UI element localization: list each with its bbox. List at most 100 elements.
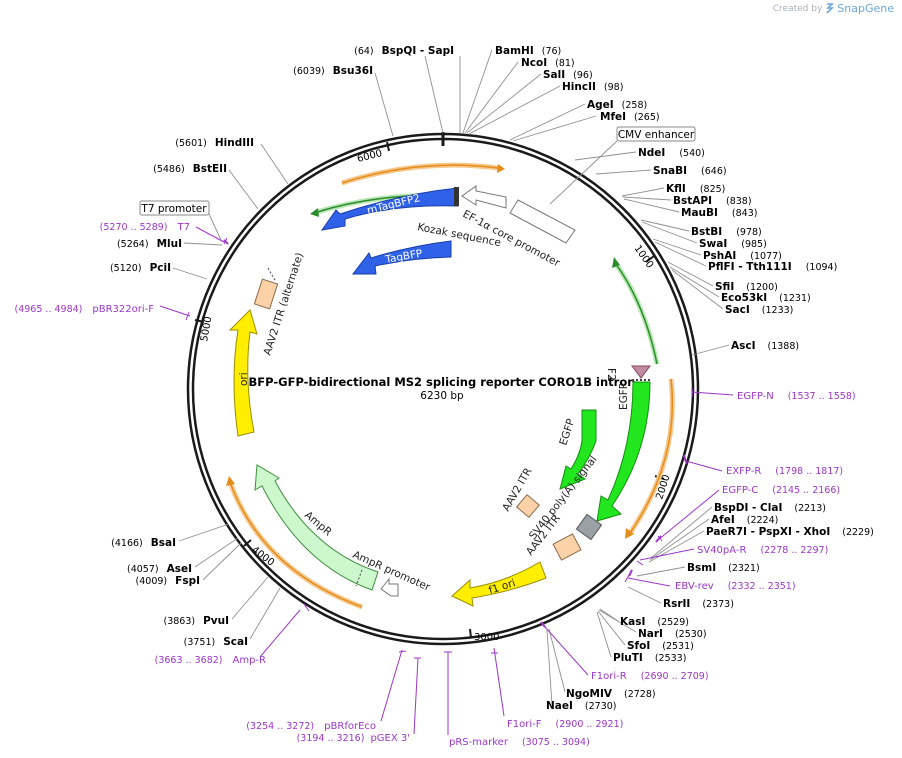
site-label-bstbi[interactable]: BstBI(978) [691, 226, 762, 238]
svg-text:SV40pA-R(2278 .. 2297): SV40pA-R(2278 .. 2297) [697, 545, 828, 556]
svg-text:NaeI(2730): NaeI(2730) [546, 700, 617, 712]
primer-label-amp-r[interactable]: (3663 .. 3682)Amp-R [155, 655, 266, 666]
site-label-ndei[interactable]: NdeI(540) [638, 147, 705, 159]
primer-label-egfp-n[interactable]: EGFP-N(1537 .. 1558) [737, 391, 856, 402]
site-label-snabi[interactable]: SnaBI(646) [653, 165, 727, 177]
brand-name: SnapGene [837, 2, 894, 15]
primer-label-pgex-3[interactable]: (3194 .. 3216)pGEX 3' [297, 733, 410, 744]
site-label-ncoi[interactable]: NcoI(81) [521, 57, 575, 69]
tick-marks [194, 141, 665, 639]
svg-text:SacI(1233): SacI(1233) [725, 304, 793, 316]
primer-label-pbr322ori-f[interactable]: (4965 .. 4984)pBR322ori-F [15, 304, 155, 315]
created-by-label: Created by [772, 3, 823, 14]
site-label-swai[interactable]: SwaI(985) [699, 238, 767, 250]
sv40-polya-feature [575, 513, 603, 541]
svg-text:(5486)BstEII: (5486)BstEII [153, 163, 227, 175]
site-label-bsmi[interactable]: BsmI(2321) [687, 562, 760, 574]
site-label-sfii[interactable]: SfiI(1200) [715, 281, 778, 293]
svg-text:HincII(98): HincII(98) [562, 81, 623, 93]
site-label-asci[interactable]: AscI(1388) [731, 340, 799, 352]
cmv-enhancer-tag: CMV enhancer [616, 126, 696, 142]
site-label-ngomiv[interactable]: NgoMIV(2728) [566, 688, 656, 700]
tick-label-3000: 3000 [474, 632, 499, 643]
site-label-pshai[interactable]: PshAI(1077) [703, 250, 782, 262]
site-label-nari[interactable]: NarI(2530) [638, 628, 707, 640]
site-label-bsu36i[interactable]: (6039)Bsu36I [293, 65, 373, 77]
orf-arc-egfp-top [613, 262, 660, 365]
site-label-pvui[interactable]: (3863)PvuI [163, 615, 229, 627]
svg-text:RsrII(2373): RsrII(2373) [663, 598, 734, 610]
primer-label-t7[interactable]: (5270 .. 5289)T7 [100, 222, 190, 233]
tick-label-5000: 5000 [199, 316, 214, 343]
svg-text:KasI(2529): KasI(2529) [620, 616, 689, 628]
svg-text:EGFP-C(2145 .. 2166): EGFP-C(2145 .. 2166) [722, 485, 840, 496]
plasmid-name: BFP-GFP-bidirectional MS2 splicing repor… [249, 375, 636, 389]
site-label-hincii[interactable]: HincII(98) [562, 81, 623, 93]
site-label-sali[interactable]: SalI(96) [543, 69, 593, 81]
svg-text:(6039)Bsu36I: (6039)Bsu36I [293, 65, 373, 77]
svg-text:SfiI(1200): SfiI(1200) [715, 281, 778, 293]
svg-text:(4057)AseI: (4057)AseI [127, 563, 192, 575]
svg-text:KflI(825): KflI(825) [666, 183, 725, 195]
primer-label-prs-marker[interactable]: pRS-marker(3075 .. 3094) [449, 737, 590, 748]
svg-text:AgeI(258): AgeI(258) [587, 99, 647, 111]
svg-text:PaeR7I - PspXI - XhoI(2229): PaeR7I - PspXI - XhoI(2229) [706, 526, 874, 538]
site-label-asei[interactable]: (4057)AseI [127, 563, 192, 575]
site-label-bamhi[interactable]: BamHI(76) [495, 45, 561, 57]
site-label-agei[interactable]: AgeI(258) [587, 99, 647, 111]
site-label-naei[interactable]: NaeI(2730) [546, 700, 617, 712]
site-label-kasi[interactable]: KasI(2529) [620, 616, 689, 628]
ampr-feature [254, 464, 379, 591]
site-label-rsrii[interactable]: RsrII(2373) [663, 598, 734, 610]
primer-label-exfp-r[interactable]: EXFP-R(1798 .. 1817) [726, 466, 843, 477]
svg-text:EXFP-R(1798 .. 1817): EXFP-R(1798 .. 1817) [726, 466, 843, 477]
tick-label-6000: 6000 [356, 148, 383, 165]
primer-label-sv40pa-r[interactable]: SV40pA-R(2278 .. 2297) [697, 545, 828, 556]
site-label-bspqi-sapi[interactable]: (64)BspQI - SapI [354, 45, 454, 57]
site-label-afei[interactable]: AfeI(2224) [711, 514, 778, 526]
aav2-itr-alt-feature [253, 278, 279, 310]
site-label-pcii[interactable]: (5120)PciI [110, 262, 171, 274]
primer-label-egfp-c[interactable]: EGFP-C(2145 .. 2166) [722, 485, 840, 496]
svg-text:AfeI(2224): AfeI(2224) [711, 514, 778, 526]
site-label-sfoi[interactable]: SfoI(2531) [627, 640, 694, 652]
ori-label: ori [238, 372, 250, 386]
primer-label-pbrforeco[interactable]: (3254 .. 3272)pBRforEco [246, 721, 376, 732]
site-label-bstapi[interactable]: BstAPI(838) [673, 195, 752, 207]
site-label-hindiii[interactable]: (5601)HindIII [175, 137, 254, 149]
site-label-saci[interactable]: SacI(1233) [725, 304, 793, 316]
svg-text:MfeI(265): MfeI(265) [600, 111, 660, 123]
site-label-paer7i-pspxi-xhoi[interactable]: PaeR7I - PspXI - XhoI(2229) [706, 526, 874, 538]
primer-label-f1ori-f[interactable]: F1ori-F(2900 .. 2921) [507, 719, 623, 730]
site-label-fspi[interactable]: (4009)FspI [136, 575, 200, 587]
site-label-eco53ki[interactable]: Eco53kI(1231) [721, 292, 811, 304]
site-label-bsteii[interactable]: (5486)BstEII [153, 163, 227, 175]
cmv-enhancer-feature [509, 199, 576, 244]
svg-text:BstAPI(838): BstAPI(838) [673, 195, 752, 207]
svg-text:(5270 .. 5289)T7: (5270 .. 5289)T7 [100, 222, 190, 233]
site-label-maubi[interactable]: MauBI(843) [681, 207, 757, 219]
svg-text:(3254 .. 3272)pBRforEco: (3254 .. 3272)pBRforEco [246, 721, 376, 732]
tagbfp-label: TagBFP [383, 248, 423, 266]
site-label-bspdi-clai[interactable]: BspDI - ClaI(2213) [714, 502, 826, 514]
svg-text:SfoI(2531): SfoI(2531) [627, 640, 694, 652]
primer-label-f1ori-r[interactable]: F1ori-R(2690 .. 2709) [591, 671, 709, 682]
svg-text:EBV-rev(2332 .. 2351): EBV-rev(2332 .. 2351) [675, 581, 796, 592]
svg-text:(3194 .. 3216)pGEX 3': (3194 .. 3216)pGEX 3' [297, 733, 410, 744]
primer-label-ebv-rev[interactable]: EBV-rev(2332 .. 2351) [675, 581, 796, 592]
site-label-scai[interactable]: (3751)ScaI [184, 636, 248, 648]
svg-text:F1ori-R(2690 .. 2709): F1ori-R(2690 .. 2709) [591, 671, 709, 682]
orf-arc-left [227, 481, 363, 610]
svg-text:F1ori-F(2900 .. 2921): F1ori-F(2900 .. 2921) [507, 719, 623, 730]
site-label-kfli[interactable]: KflI(825) [666, 183, 725, 195]
site-label-mfei[interactable]: MfeI(265) [600, 111, 660, 123]
svg-text:SalI(96): SalI(96) [543, 69, 593, 81]
site-label-bsai[interactable]: (4166)BsaI [111, 537, 176, 549]
svg-text:SnaBI(646): SnaBI(646) [653, 165, 727, 177]
site-label-mlui[interactable]: (5264)MluI [117, 238, 182, 250]
site-label-pluti[interactable]: PluTI(2533) [613, 652, 686, 664]
site-label-pflfi-tth111i[interactable]: PflFI - Tth111I(1094) [708, 261, 837, 273]
egfp-inner-feature [559, 409, 597, 490]
svg-text:NgoMIV(2728): NgoMIV(2728) [566, 688, 656, 700]
